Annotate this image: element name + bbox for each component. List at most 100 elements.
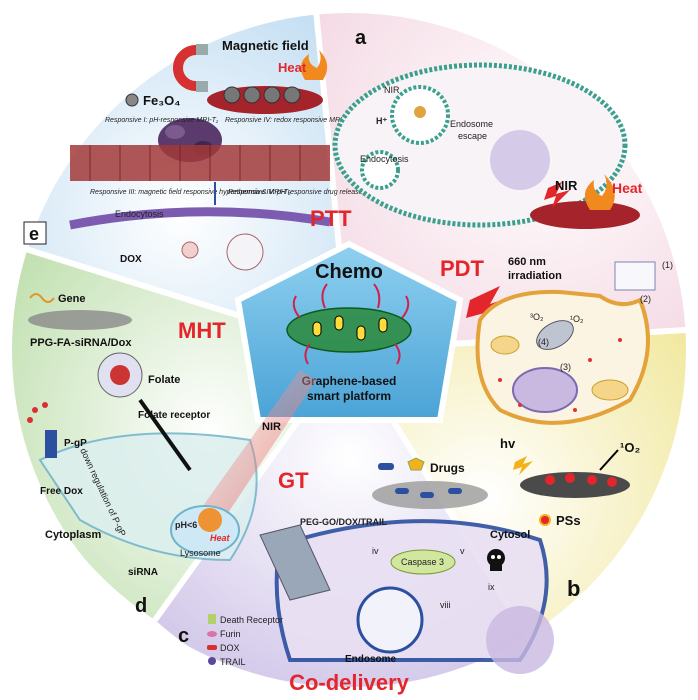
magnetic-field-label: Magnetic field (222, 38, 309, 53)
codelivery-drugs-label: Drugs (430, 461, 465, 475)
gt-gene-label: Gene (58, 293, 86, 305)
codelivery-iv-label: iv (372, 546, 379, 556)
codelivery-graphene (259, 524, 331, 601)
pdt-pss-label: PSs (556, 513, 581, 528)
mht-membrane (69, 207, 331, 230)
ptt-cell (332, 62, 628, 228)
mht-heat-label: Heat (278, 60, 307, 75)
pdt-inset (614, 261, 656, 291)
ptt-particle (414, 106, 426, 118)
ptt-nir-label: NIR (384, 85, 400, 95)
responsive-iii-text: Responsive III: magnetic field responsiv… (90, 189, 291, 196)
codelivery-section: Drugs PEG-GO/DOX/TRAIL Cytosol Caspase 3… (178, 457, 554, 695)
pdt-hv-lightning-icon (513, 456, 533, 475)
gt-title: GT (278, 468, 309, 493)
pdt-o2a-label: ³O₂ (530, 312, 544, 322)
outer-ring (6, 7, 692, 693)
mht-letter: e (29, 224, 39, 244)
codelivery-peg-label: PEG-GO/DOX/TRAIL (300, 517, 388, 527)
mht-vesicle (181, 241, 199, 259)
gt-heat-label: Heat (210, 533, 231, 543)
trail-icon (208, 657, 216, 665)
ptt-section: a NIR H⁺ Endosome escape Endocytosis NIR… (310, 27, 643, 231)
mht-title: MHT (178, 318, 226, 343)
pdt-n3-label: (3) (560, 362, 571, 372)
mht-dox-label: DOX (120, 254, 142, 265)
legend-furin-label: Furin (220, 629, 241, 639)
pdt-graphene (536, 320, 574, 350)
codelivery-sheet-drugs (395, 488, 462, 498)
pdt-mito-2 (490, 335, 520, 355)
gt-pgp-label: P-gP (64, 438, 87, 449)
mht-letter-box (23, 221, 47, 245)
responsive-iv-text: Responsive IV: redox responsive MRI-T₁ (225, 117, 352, 124)
ptt-escape-label: escape (458, 131, 487, 141)
drugs-icon (378, 457, 425, 471)
magnet-icon (173, 44, 208, 92)
gt-section: Gene PPG-FA-siRNA/Dox Folate Folate rece… (27, 293, 316, 617)
mht-flame-icon (300, 50, 328, 80)
ptt-h-label: H⁺ (376, 116, 387, 126)
center-subtitle-2: smart platform (307, 389, 391, 403)
gt-sheet (28, 310, 132, 330)
ptt-title: PTT (310, 206, 352, 231)
legend-death-label: Death Receptor (220, 615, 283, 625)
center-title: Chemo (315, 261, 383, 283)
gt-ph-label: pH<6 (175, 520, 197, 530)
pdt-o2c-label: ¹O₂ (620, 440, 640, 455)
caspase-icon (390, 549, 456, 575)
codelivery-v-label: v (460, 546, 465, 556)
mht-spheres (223, 86, 301, 104)
ptt-endosome-label: Endosome (450, 119, 493, 129)
tissue-band (70, 145, 330, 181)
codelivery-nucleus (486, 606, 554, 674)
ptt-graphene-sheet (530, 201, 640, 229)
pdt-hv-label: hv (500, 436, 516, 451)
gt-letter: d (135, 595, 147, 617)
pdt-mito-1 (591, 379, 629, 401)
gt-receptor-label: Folate receptor (138, 410, 210, 421)
ptt-letter: a (355, 27, 367, 49)
codelivery-viii-label: viii (440, 600, 451, 610)
pdt-arrow (599, 449, 619, 471)
pdt-nucleus (512, 367, 578, 413)
dox-icon (207, 645, 217, 650)
furin-icon (207, 631, 217, 637)
ptt-nucleus (490, 130, 550, 190)
pdt-o2b-label: ¹O₂ (570, 314, 584, 324)
gt-ppg-label: PPG-FA-siRNA/Dox (30, 337, 132, 349)
codelivery-ix-label: ix (488, 582, 495, 592)
ptt-endocytosis-label: Endocytosis (360, 154, 409, 164)
legend-trail-label: TRAIL (220, 657, 246, 667)
gt-nir-beam (200, 370, 316, 525)
pdt-stars (498, 338, 622, 412)
death-receptor-icon (208, 614, 216, 624)
ptt-nir2-label: NIR (555, 178, 578, 193)
mht-endosome (226, 233, 264, 271)
pdt-irr2-label: irradiation (508, 270, 562, 282)
pdt-section: PDT 660 nm irradiation ³O₂ ¹O₂ (4) (3) (… (440, 256, 673, 601)
gt-lysosome-label: Lysosome (180, 548, 221, 558)
codelivery-cell (274, 519, 549, 662)
pdt-title: PDT (440, 256, 485, 281)
codelivery-caspase-label: Caspase 3 (401, 557, 444, 567)
gt-heat-burst (198, 508, 222, 532)
graphene-sheet-icon (286, 283, 412, 365)
pdt-ps-dots (545, 473, 617, 487)
codelivery-cytosol-label: Cytosol (490, 529, 530, 541)
gt-sirna-label: siRNA (128, 567, 158, 578)
ps-icon (539, 514, 551, 526)
center-section: Chemo Graphene-based smart platform (234, 240, 464, 423)
pgp-icon (45, 430, 57, 458)
center-subtitle-1: Graphene-based (302, 374, 397, 388)
pdt-n2-label: (2) (640, 294, 651, 304)
ptt-heat-label: Heat (612, 180, 643, 196)
legend-dox-label: DOX (220, 643, 240, 653)
gt-freedox-label: Free Dox (40, 486, 83, 497)
pdt-irr1-label: 660 nm (508, 256, 546, 268)
pdt-n4-label: (4) (538, 337, 549, 347)
gt-nir-label: NIR (262, 421, 281, 433)
gt-folate-label: Folate (148, 374, 180, 386)
fe3o4-particle-icon (125, 93, 139, 107)
gene-icon (29, 293, 55, 303)
